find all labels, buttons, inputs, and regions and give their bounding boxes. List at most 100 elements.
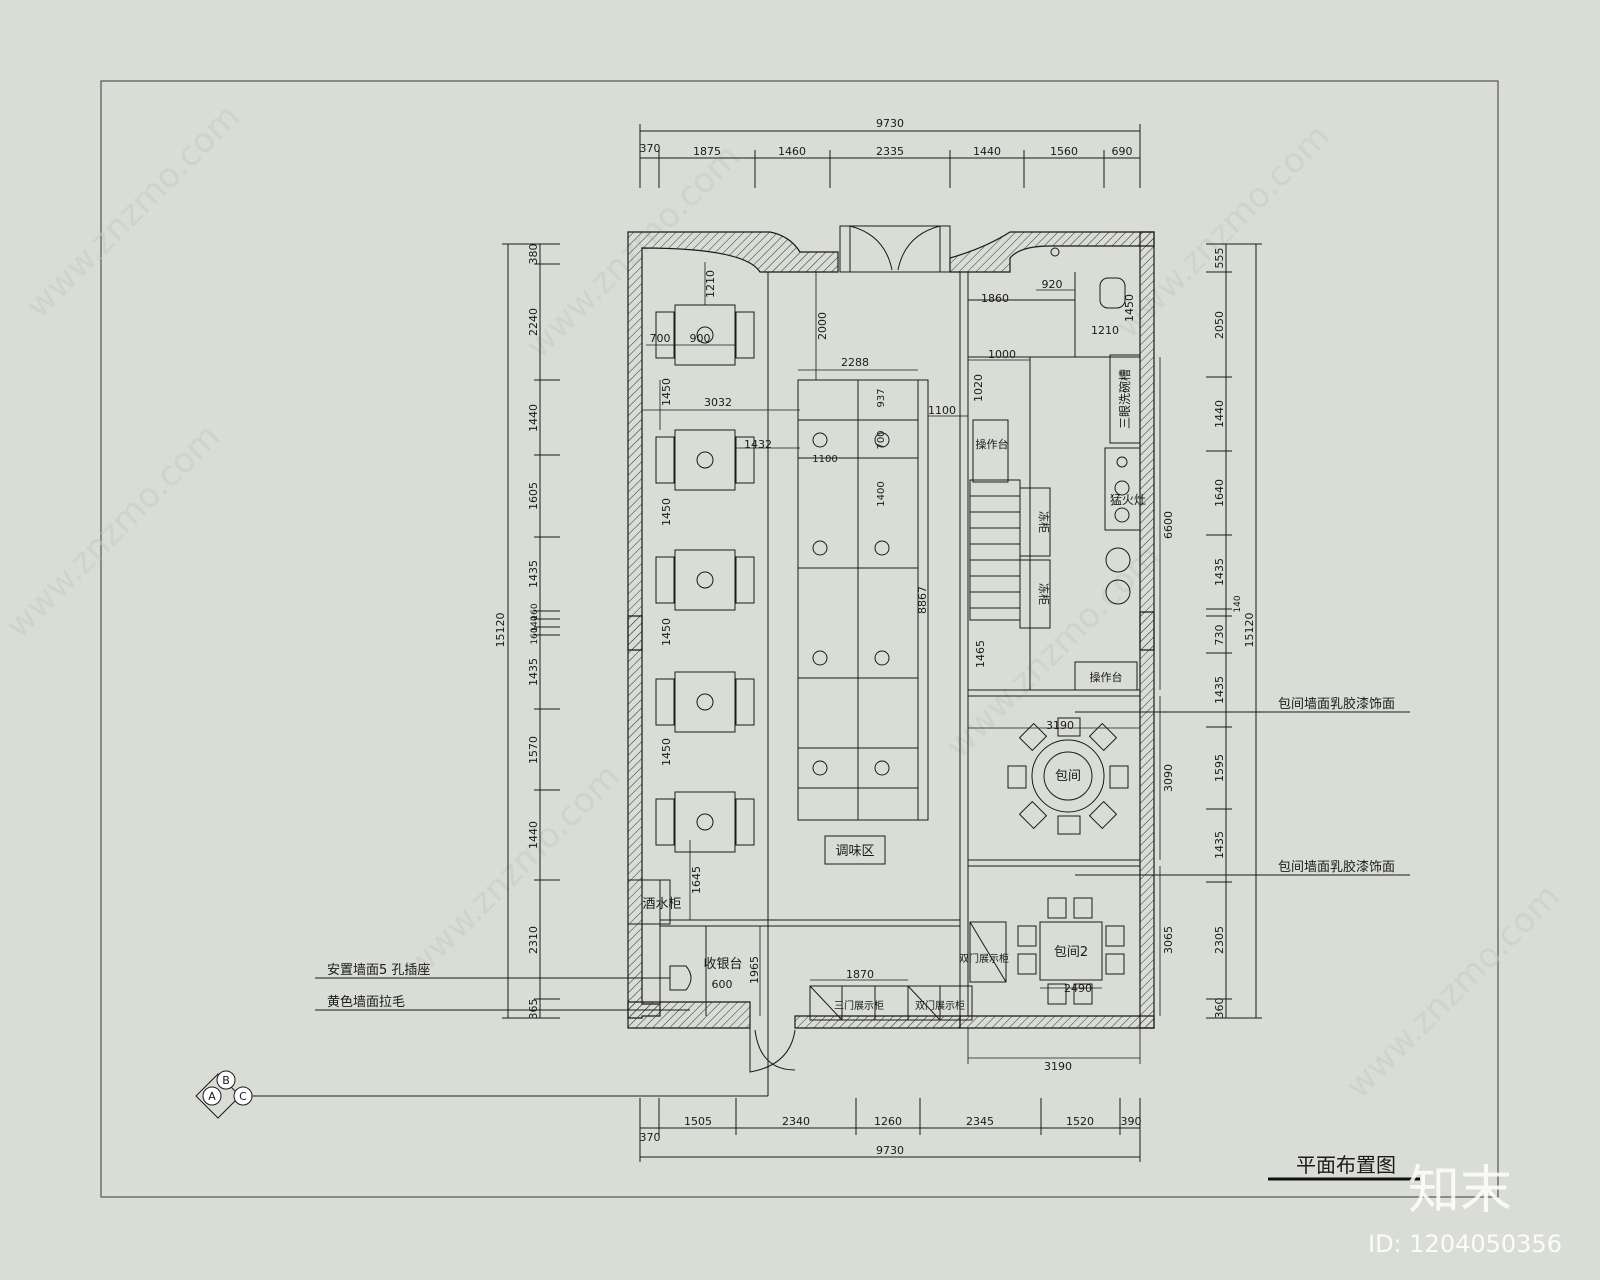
left-dimensions bbox=[502, 243, 560, 1019]
dim-inner: 8867 bbox=[916, 586, 929, 614]
exterior-walls bbox=[627, 231, 1155, 1029]
dim-right: 1435 bbox=[1213, 831, 1226, 859]
dim-right: 1435 bbox=[1213, 676, 1226, 704]
dim-inner: 2490 bbox=[1064, 982, 1092, 995]
dim-left: 380 bbox=[527, 244, 540, 265]
label-freezer-1: 冻柜 bbox=[1037, 511, 1051, 533]
dim-top: 1460 bbox=[778, 145, 806, 158]
dim-bottom: 2345 bbox=[966, 1115, 994, 1128]
dim-left: 1440 bbox=[527, 821, 540, 849]
label-operation-table-2: 操作台 bbox=[1090, 670, 1123, 684]
dim-right: 555 bbox=[1213, 248, 1226, 269]
dim-inner: 1000 bbox=[988, 348, 1016, 361]
dim-top-total: 9730 bbox=[876, 117, 904, 130]
dim-inner: 1100 bbox=[928, 404, 956, 417]
dim-inner: 3190 bbox=[1046, 719, 1074, 732]
callout-latex-1: 包间墙面乳胶漆饰面 bbox=[1278, 696, 1395, 712]
dim-inner: 1400 bbox=[876, 481, 887, 506]
dim-inner: 3190 bbox=[1044, 1060, 1072, 1073]
dim-right: 1640 bbox=[1213, 479, 1226, 507]
label-double-cabinet-2: 双门展示柜 bbox=[959, 952, 1009, 965]
dim-left-total: 15120 bbox=[494, 613, 507, 648]
dim-inner: 700 bbox=[650, 332, 671, 345]
label-seasoning-area: 调味区 bbox=[835, 844, 874, 859]
dim-left: 1435 bbox=[527, 560, 540, 588]
dim-left: 1435 bbox=[527, 658, 540, 686]
watermark-id: ID: 1204050356 bbox=[1368, 1230, 1562, 1258]
abc-b: B bbox=[222, 1074, 230, 1087]
dim-inner: 1450 bbox=[660, 498, 673, 526]
interior-lines bbox=[659, 272, 1140, 1016]
callout-latex-2: 包间墙面乳胶漆饰面 bbox=[1278, 859, 1395, 875]
entrance-doors bbox=[749, 225, 951, 1073]
drawing-title: 平面布置图 bbox=[1296, 1153, 1396, 1177]
dim-inner: 1432 bbox=[744, 438, 772, 451]
label-operation-table-1: 操作台 bbox=[976, 437, 1009, 451]
watermark-site: www.znzmo.com bbox=[18, 96, 248, 326]
callout-socket: 安置墙面5 孔插座 bbox=[327, 963, 430, 978]
right-dimensions bbox=[1206, 243, 1262, 1019]
private-room-2-table bbox=[1017, 897, 1125, 1005]
label-private-room-1: 包间 bbox=[1055, 769, 1081, 784]
dim-inner: 2288 bbox=[841, 356, 869, 369]
center-booth-seating bbox=[797, 379, 929, 821]
watermark-brand: 知末 bbox=[1408, 1161, 1512, 1221]
dim-right-total: 15120 bbox=[1243, 613, 1256, 648]
label-private-room-2: 包间2 bbox=[1054, 945, 1088, 960]
dim-left: 2310 bbox=[527, 926, 540, 954]
bottom-dimensions bbox=[639, 1098, 1141, 1162]
staircase bbox=[969, 479, 1021, 621]
drawing-frame bbox=[100, 80, 1499, 1198]
label-triple-cabinet: 三门展示柜 bbox=[834, 999, 884, 1012]
dim-inner: 1210 bbox=[704, 270, 717, 298]
dim-inner: 1870 bbox=[846, 968, 874, 981]
dim-inner: 920 bbox=[1042, 278, 1063, 291]
left-dining-tables bbox=[655, 304, 755, 853]
dim-inner: 700 bbox=[876, 430, 887, 449]
dim-bottom: 1520 bbox=[1066, 1115, 1094, 1128]
dim-bottom: 2340 bbox=[782, 1115, 810, 1128]
dim-inner: 1965 bbox=[748, 956, 761, 984]
dim-inner: 1450 bbox=[660, 378, 673, 406]
dim-right: 1440 bbox=[1213, 400, 1226, 428]
dim-bottom: 390 bbox=[1121, 1115, 1142, 1128]
dim-inner: 6600 bbox=[1162, 511, 1175, 539]
watermark-site: www.znzmo.com bbox=[0, 416, 228, 646]
dim-top: 1440 bbox=[973, 145, 1001, 158]
abc-c: C bbox=[239, 1090, 247, 1103]
label-sink: 三眼洗碗槽 bbox=[1117, 369, 1132, 429]
dim-top: 1875 bbox=[693, 145, 721, 158]
label-stove: 猛火灶 bbox=[1110, 493, 1146, 507]
dim-right: 140 bbox=[1233, 595, 1243, 612]
dim-left: 365 bbox=[527, 999, 540, 1020]
callout-lines bbox=[236, 711, 1410, 1097]
dim-inner: 1100 bbox=[812, 454, 837, 465]
dim-top: 1560 bbox=[1050, 145, 1078, 158]
dim-left: 1605 bbox=[527, 482, 540, 510]
dim-top: 2335 bbox=[876, 145, 904, 158]
dim-left: 1440 bbox=[527, 404, 540, 432]
dim-right: 2050 bbox=[1213, 311, 1226, 339]
dim-bottom: 1505 bbox=[684, 1115, 712, 1128]
label-wine-cabinet: 酒水柜 bbox=[642, 897, 681, 912]
dim-inner: 1020 bbox=[972, 374, 985, 402]
dim-inner: 2000 bbox=[816, 312, 829, 340]
dim-inner: 1210 bbox=[1091, 324, 1119, 337]
callout-yellow-wall: 黄色墙面拉毛 bbox=[327, 994, 405, 1010]
kitchen-fixtures bbox=[972, 247, 1141, 691]
inner-dimension-lines bbox=[642, 262, 1161, 1064]
dim-left: 1570 bbox=[527, 736, 540, 764]
dim-inner: 1645 bbox=[690, 866, 703, 894]
dim-left: 160 bbox=[530, 603, 540, 620]
dim-inner: 937 bbox=[876, 388, 887, 407]
dim-top: 370 bbox=[640, 142, 661, 155]
abc-marker bbox=[195, 1070, 253, 1119]
dim-inner: 1450 bbox=[1123, 294, 1136, 322]
abc-a: A bbox=[208, 1090, 216, 1103]
dim-inner: 3032 bbox=[704, 396, 732, 409]
label-freezer-2: 冻柜 bbox=[1037, 583, 1051, 605]
dim-bottom: 370 bbox=[640, 1131, 661, 1144]
dim-bottom-total: 9730 bbox=[876, 1144, 904, 1157]
dim-inner: 1450 bbox=[660, 618, 673, 646]
